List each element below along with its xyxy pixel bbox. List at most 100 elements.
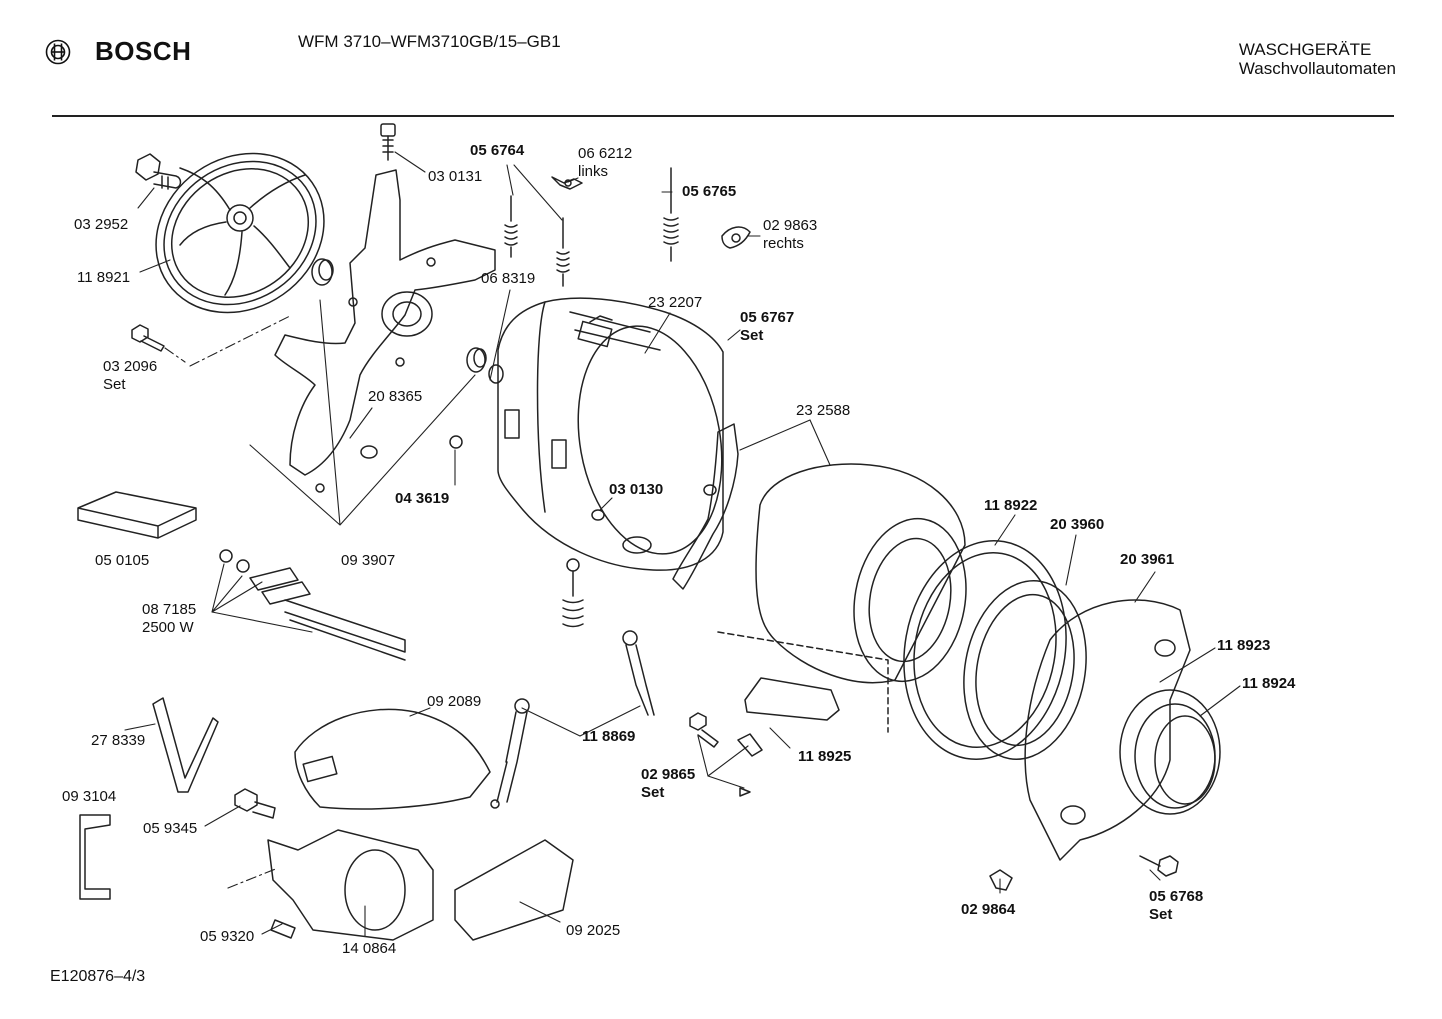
assembly-outline: [717, 631, 889, 733]
bearing-bracket: [672, 423, 739, 590]
lid-window: [302, 755, 338, 783]
door-hinge-screw: [689, 712, 719, 748]
part-label-line: 23 2588: [796, 402, 851, 419]
part-label-line: 02 9864: [961, 901, 1016, 918]
part-label-l16: 05 0105: [95, 552, 149, 570]
part-label-line: 20 8365: [368, 388, 423, 405]
part-label-l18: 11 8922: [984, 497, 1037, 515]
part-label-l29: 09 3104: [62, 788, 116, 806]
part-label-l32: 14 0864: [342, 940, 396, 958]
spring-pair: [504, 195, 570, 287]
part-label-line: 03 0131: [428, 168, 483, 185]
part-label-l20: 20 3961: [1120, 551, 1174, 569]
latch-part: [737, 733, 763, 797]
part-label-line: 09 3104: [62, 788, 117, 805]
clip-02-9864: [989, 869, 1013, 891]
part-label-line: 11 8921: [77, 269, 131, 286]
category-line-2: Waschvollautomaten: [1238, 59, 1396, 78]
seal: [466, 347, 504, 384]
part-label-l7: 05 6765: [682, 183, 736, 201]
part-label-l17: 09 3907: [341, 552, 395, 570]
part-label-l5: 05 6764: [470, 142, 524, 160]
part-label-line: 23 2207: [648, 294, 703, 311]
bosch-armature-icon: [45, 39, 71, 64]
small-nut: [449, 435, 463, 449]
front-tub-half: [1024, 599, 1191, 861]
pulley-wheel: [155, 152, 325, 314]
part-label-line: 11 8923: [1217, 637, 1271, 654]
motor: [267, 829, 434, 941]
part-label-l13: 23 2588: [796, 402, 850, 420]
part-label-line: 11 8922: [984, 497, 1038, 514]
motor-pin: [270, 919, 296, 939]
part-label-line: 03 2952: [74, 216, 129, 233]
part-label-line: 04 3619: [395, 490, 450, 507]
electronic-module: [454, 839, 574, 941]
small-bolt: [131, 324, 165, 352]
part-label-l2: 03 2952: [74, 216, 128, 234]
header-divider: [52, 115, 1394, 117]
lower-spring: [562, 558, 584, 628]
part-label-line: Set: [740, 327, 764, 344]
brand-name: BOSCH: [95, 36, 192, 66]
part-label-l27: 11 8925: [798, 748, 851, 766]
part-label-l33: 09 2025: [566, 922, 620, 940]
part-label-line: 09 2089: [427, 693, 482, 710]
part-label-line: 05 6764: [470, 142, 525, 159]
bearing: [311, 258, 334, 286]
part-label-line: 06 6212: [578, 145, 633, 162]
part-label-line: 14 0864: [342, 940, 397, 957]
shaft-bolt: [380, 123, 396, 161]
part-label-l23: 11 8924: [1242, 675, 1295, 693]
spring-single: [663, 167, 679, 262]
wiring-harness: [79, 814, 111, 900]
part-label-line: 05 6765: [682, 183, 737, 200]
shock-absorber-left: [490, 698, 530, 809]
diagram-code: E120876–4/3: [50, 968, 146, 985]
part-label-line: 11 8924: [1242, 675, 1296, 692]
part-label-line: 20 3961: [1120, 551, 1175, 568]
part-label-line: 09 3907: [341, 552, 396, 569]
heating-element: [219, 549, 406, 661]
part-label-line: 08 7185: [142, 601, 197, 618]
part-label-l3: 11 8921: [77, 269, 130, 287]
pulley-bolt: [135, 153, 182, 190]
part-label-line: 05 6768: [1149, 888, 1204, 905]
control-module: [77, 491, 197, 539]
part-label-line: 05 0105: [95, 552, 150, 569]
part-label-line: 03 0130: [609, 481, 664, 498]
part-label-line: Set: [641, 784, 665, 801]
part-label-l24: 09 2089: [427, 693, 481, 711]
part-label-line: 11 8925: [798, 748, 852, 765]
drive-belt: [152, 697, 219, 793]
part-label-line: 05 6767: [740, 309, 795, 326]
category: WASCHGERÄTE Waschvollautomaten: [1239, 40, 1396, 78]
part-label-line: 05 9345: [143, 820, 198, 837]
part-label-l30: 05 9345: [143, 820, 197, 838]
part-label-line: 06 8319: [481, 270, 536, 287]
tub: [497, 297, 724, 571]
part-label-l14: 04 3619: [395, 490, 449, 508]
screw-05-6768: [1139, 855, 1179, 877]
part-label-line: 09 2025: [566, 922, 621, 939]
part-label-l10: 23 2207: [648, 294, 702, 312]
part-label-line: 20 3960: [1050, 516, 1105, 533]
part-label-line: 03 2096: [103, 358, 158, 375]
brand-logo: BOSCH: [45, 36, 191, 67]
model-number: WFM 3710–WFM3710GB/15–GB1: [298, 32, 561, 51]
part-label-line: rechts: [763, 235, 804, 252]
leader-lines: [124, 151, 1241, 937]
part-label-line: 02 9865: [641, 766, 696, 783]
part-label-line: Set: [103, 376, 126, 393]
part-label-line: links: [578, 163, 609, 180]
bracket-left: [551, 176, 583, 190]
door-seal: [1119, 689, 1221, 815]
part-label-line: Set: [1149, 906, 1173, 923]
